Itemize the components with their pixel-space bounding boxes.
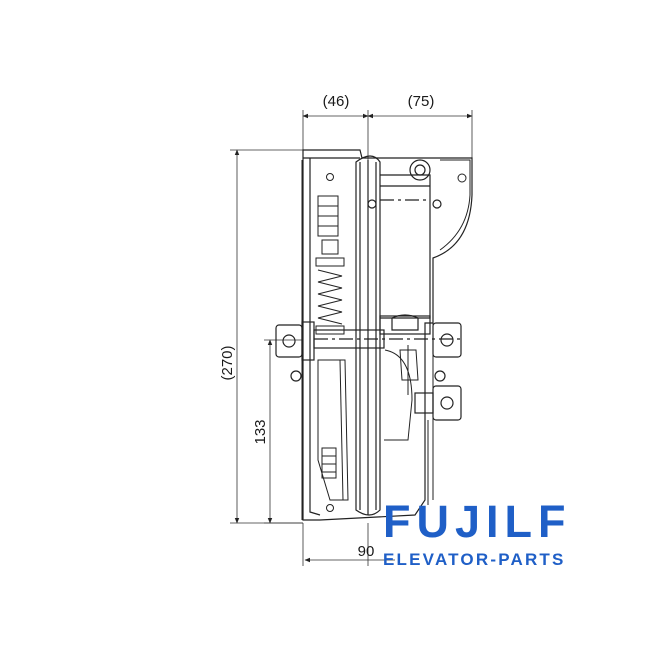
spring-assembly [315,195,345,335]
brake-arm [301,160,419,520]
dimension-left [230,149,303,524]
dim-top-left-label: (46) [323,93,350,110]
dim-height-total-label: (270) [219,345,236,380]
top-bracket [326,159,471,512]
guard-plate [427,260,434,505]
dimension-top [302,110,473,160]
frame-plate [302,149,473,521]
dim-top-right-label: (75) [408,93,435,110]
brand-tagline: ELEVATOR-PARTS [383,550,566,569]
sheave [355,155,442,516]
brand-logo: FUJILF ELEVATOR-PARTS [383,498,598,570]
dim-bottom-width-label: 90 [358,543,375,560]
dim-height-center-label: 133 [252,419,269,444]
dimension-bottom [302,523,395,566]
brand-name: FUJILF [383,496,572,547]
